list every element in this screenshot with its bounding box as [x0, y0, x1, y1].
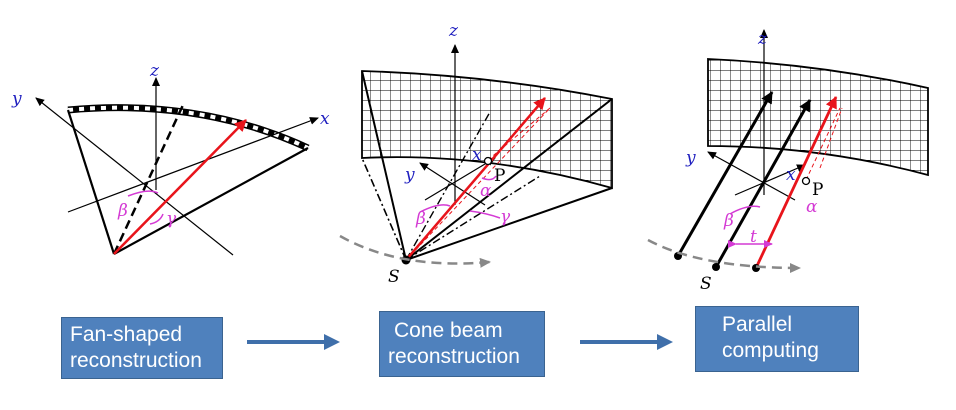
fan-detector-arc	[67, 104, 310, 152]
fan-beta-label: β	[117, 201, 128, 221]
parallel-detector-grid	[707, 58, 929, 177]
parallel-t-label: t	[750, 227, 757, 247]
step-parallel-line1: Parallel	[722, 313, 793, 336]
cone-alpha-label: α	[480, 181, 492, 201]
fan-x-label: x	[320, 109, 330, 129]
step-box-fan: Fan-shaped reconstruction	[61, 317, 223, 379]
cone-y-label: y	[404, 165, 415, 185]
cone-ray	[405, 97, 546, 261]
fan-gamma-label: γ	[166, 209, 177, 229]
cone-p-label: P	[494, 166, 505, 186]
cone-panel: z x y P S β γ α	[339, 21, 613, 287]
step-parallel-line2: computing	[722, 339, 819, 362]
cone-z-label: z	[448, 21, 459, 41]
parallel-x-label: x	[786, 165, 796, 185]
parallel-z-label: z	[757, 29, 768, 49]
cone-x-label: x	[472, 145, 482, 165]
parallel-panel: z x y P S t β α	[647, 29, 929, 294]
parallel-s-label: S	[700, 274, 712, 294]
step-cone-line1: Cone beam	[394, 319, 503, 342]
parallel-p-label: P	[812, 180, 823, 200]
step-box-parallel: Parallel computing	[695, 306, 859, 372]
cone-s-label: S	[388, 267, 400, 287]
parallel-beta-label: β	[723, 211, 734, 231]
parallel-ray	[754, 96, 838, 269]
step-cone-line2: reconstruction	[388, 345, 520, 368]
parallel-alpha-label: α	[806, 197, 818, 217]
step-box-cone: Cone beam reconstruction	[379, 311, 545, 377]
step-fan-line1: Fan-shaped	[70, 323, 183, 346]
cone-gamma-label: γ	[500, 207, 511, 227]
parallel-y-label: y	[685, 148, 696, 168]
fan-panel: y z x β γ	[11, 61, 330, 256]
fan-y-label: y	[11, 89, 22, 109]
flow-arrow-1	[247, 334, 340, 350]
fan-ray	[113, 119, 247, 255]
step-fan-line2: reconstruction	[70, 349, 202, 372]
cone-beta-label: β	[415, 209, 426, 229]
flow-arrow-2	[580, 334, 673, 350]
fan-z-label: z	[149, 61, 160, 81]
